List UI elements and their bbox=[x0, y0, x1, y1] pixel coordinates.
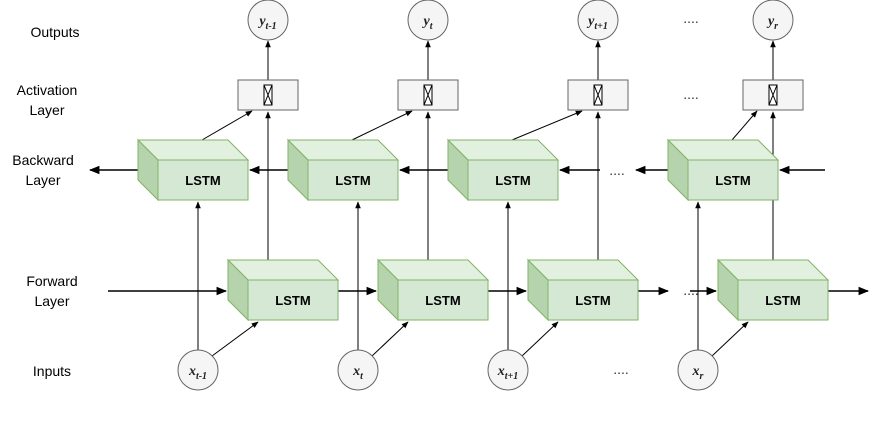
cell-front-face bbox=[247, 279, 339, 321]
cell-front-face bbox=[157, 159, 249, 201]
lstm-label: LSTM bbox=[765, 293, 800, 308]
forward-lstm-cell: LSTM bbox=[376, 258, 490, 322]
lstm-label: LSTM bbox=[335, 173, 370, 188]
forward-row-label-line1: Forward bbox=[26, 273, 77, 289]
lstm-label: LSTM bbox=[275, 293, 310, 308]
cell-front-face bbox=[737, 279, 829, 321]
activation-ellipsis: .... bbox=[683, 86, 699, 102]
input-nodes: xt-1 xt xt+1 xr bbox=[177, 349, 719, 391]
output-node-3: yt+1 bbox=[577, 0, 619, 41]
input-to-forward-arrow bbox=[211, 321, 259, 357]
activation-layer bbox=[237, 79, 804, 111]
backward-row-label-line2: Layer bbox=[25, 172, 60, 188]
lstm-label: LSTM bbox=[495, 173, 530, 188]
backward-layer: LSTM LSTM LSTM LSTM bbox=[136, 138, 780, 202]
backward-to-activation-arrow bbox=[731, 110, 758, 141]
backward-lstm-cell: LSTM bbox=[136, 138, 250, 202]
backward-to-activation-arrow bbox=[201, 110, 253, 141]
output-node-1: yt-1 bbox=[247, 0, 289, 41]
activation-box bbox=[742, 79, 804, 111]
output-nodes: yt-1 yt yt+1 yr bbox=[247, 0, 794, 41]
output-node-4: yr bbox=[752, 0, 794, 41]
lstm-label: LSTM bbox=[715, 173, 750, 188]
input-node-1: xt-1 bbox=[177, 349, 219, 391]
forward-lstm-cell: LSTM bbox=[716, 258, 830, 322]
input-to-forward-arrow bbox=[521, 321, 559, 357]
activation-row-label-line1: Activation bbox=[17, 82, 78, 98]
forward-ellipsis: .... bbox=[683, 282, 699, 298]
backward-lstm-cell: LSTM bbox=[286, 138, 400, 202]
cell-front-face bbox=[307, 159, 399, 201]
activation-box bbox=[567, 79, 629, 111]
outputs-ellipsis: .... bbox=[683, 10, 699, 26]
activation-box bbox=[237, 79, 299, 111]
activation-box bbox=[397, 79, 459, 111]
outputs-row-label: Outputs bbox=[30, 24, 79, 40]
forward-lstm-cell: LSTM bbox=[526, 258, 640, 322]
input-node-4: xr bbox=[677, 349, 719, 391]
input-node-3: xt+1 bbox=[487, 349, 529, 391]
input-to-forward-arrow bbox=[371, 321, 409, 357]
cell-front-face bbox=[547, 279, 639, 321]
backward-ellipsis: .... bbox=[609, 162, 625, 178]
input-node-2: xt bbox=[337, 349, 379, 391]
forward-layer: LSTM LSTM LSTM LSTM bbox=[226, 258, 830, 322]
backward-to-activation-arrow bbox=[351, 110, 413, 141]
lstm-label: LSTM bbox=[185, 173, 220, 188]
cell-front-face bbox=[397, 279, 489, 321]
lstm-label: LSTM bbox=[425, 293, 460, 308]
cell-front-face bbox=[467, 159, 559, 201]
backward-lstm-cell: LSTM bbox=[666, 138, 780, 202]
lstm-label: LSTM bbox=[575, 293, 610, 308]
backward-row-label-line1: Backward bbox=[12, 152, 73, 168]
activation-row-label-line2: Layer bbox=[29, 102, 64, 118]
forward-lstm-cell: LSTM bbox=[226, 258, 340, 322]
forward-row-label-line2: Layer bbox=[34, 293, 69, 309]
backward-to-activation-arrow bbox=[511, 110, 583, 141]
output-node-2: yt bbox=[407, 0, 449, 41]
inputs-ellipsis: .... bbox=[613, 361, 629, 377]
cell-front-face bbox=[687, 159, 779, 201]
inputs-row-label: Inputs bbox=[33, 363, 71, 379]
backward-lstm-cell: LSTM bbox=[446, 138, 560, 202]
input-to-forward-arrow bbox=[711, 321, 749, 357]
connections bbox=[88, 40, 870, 357]
